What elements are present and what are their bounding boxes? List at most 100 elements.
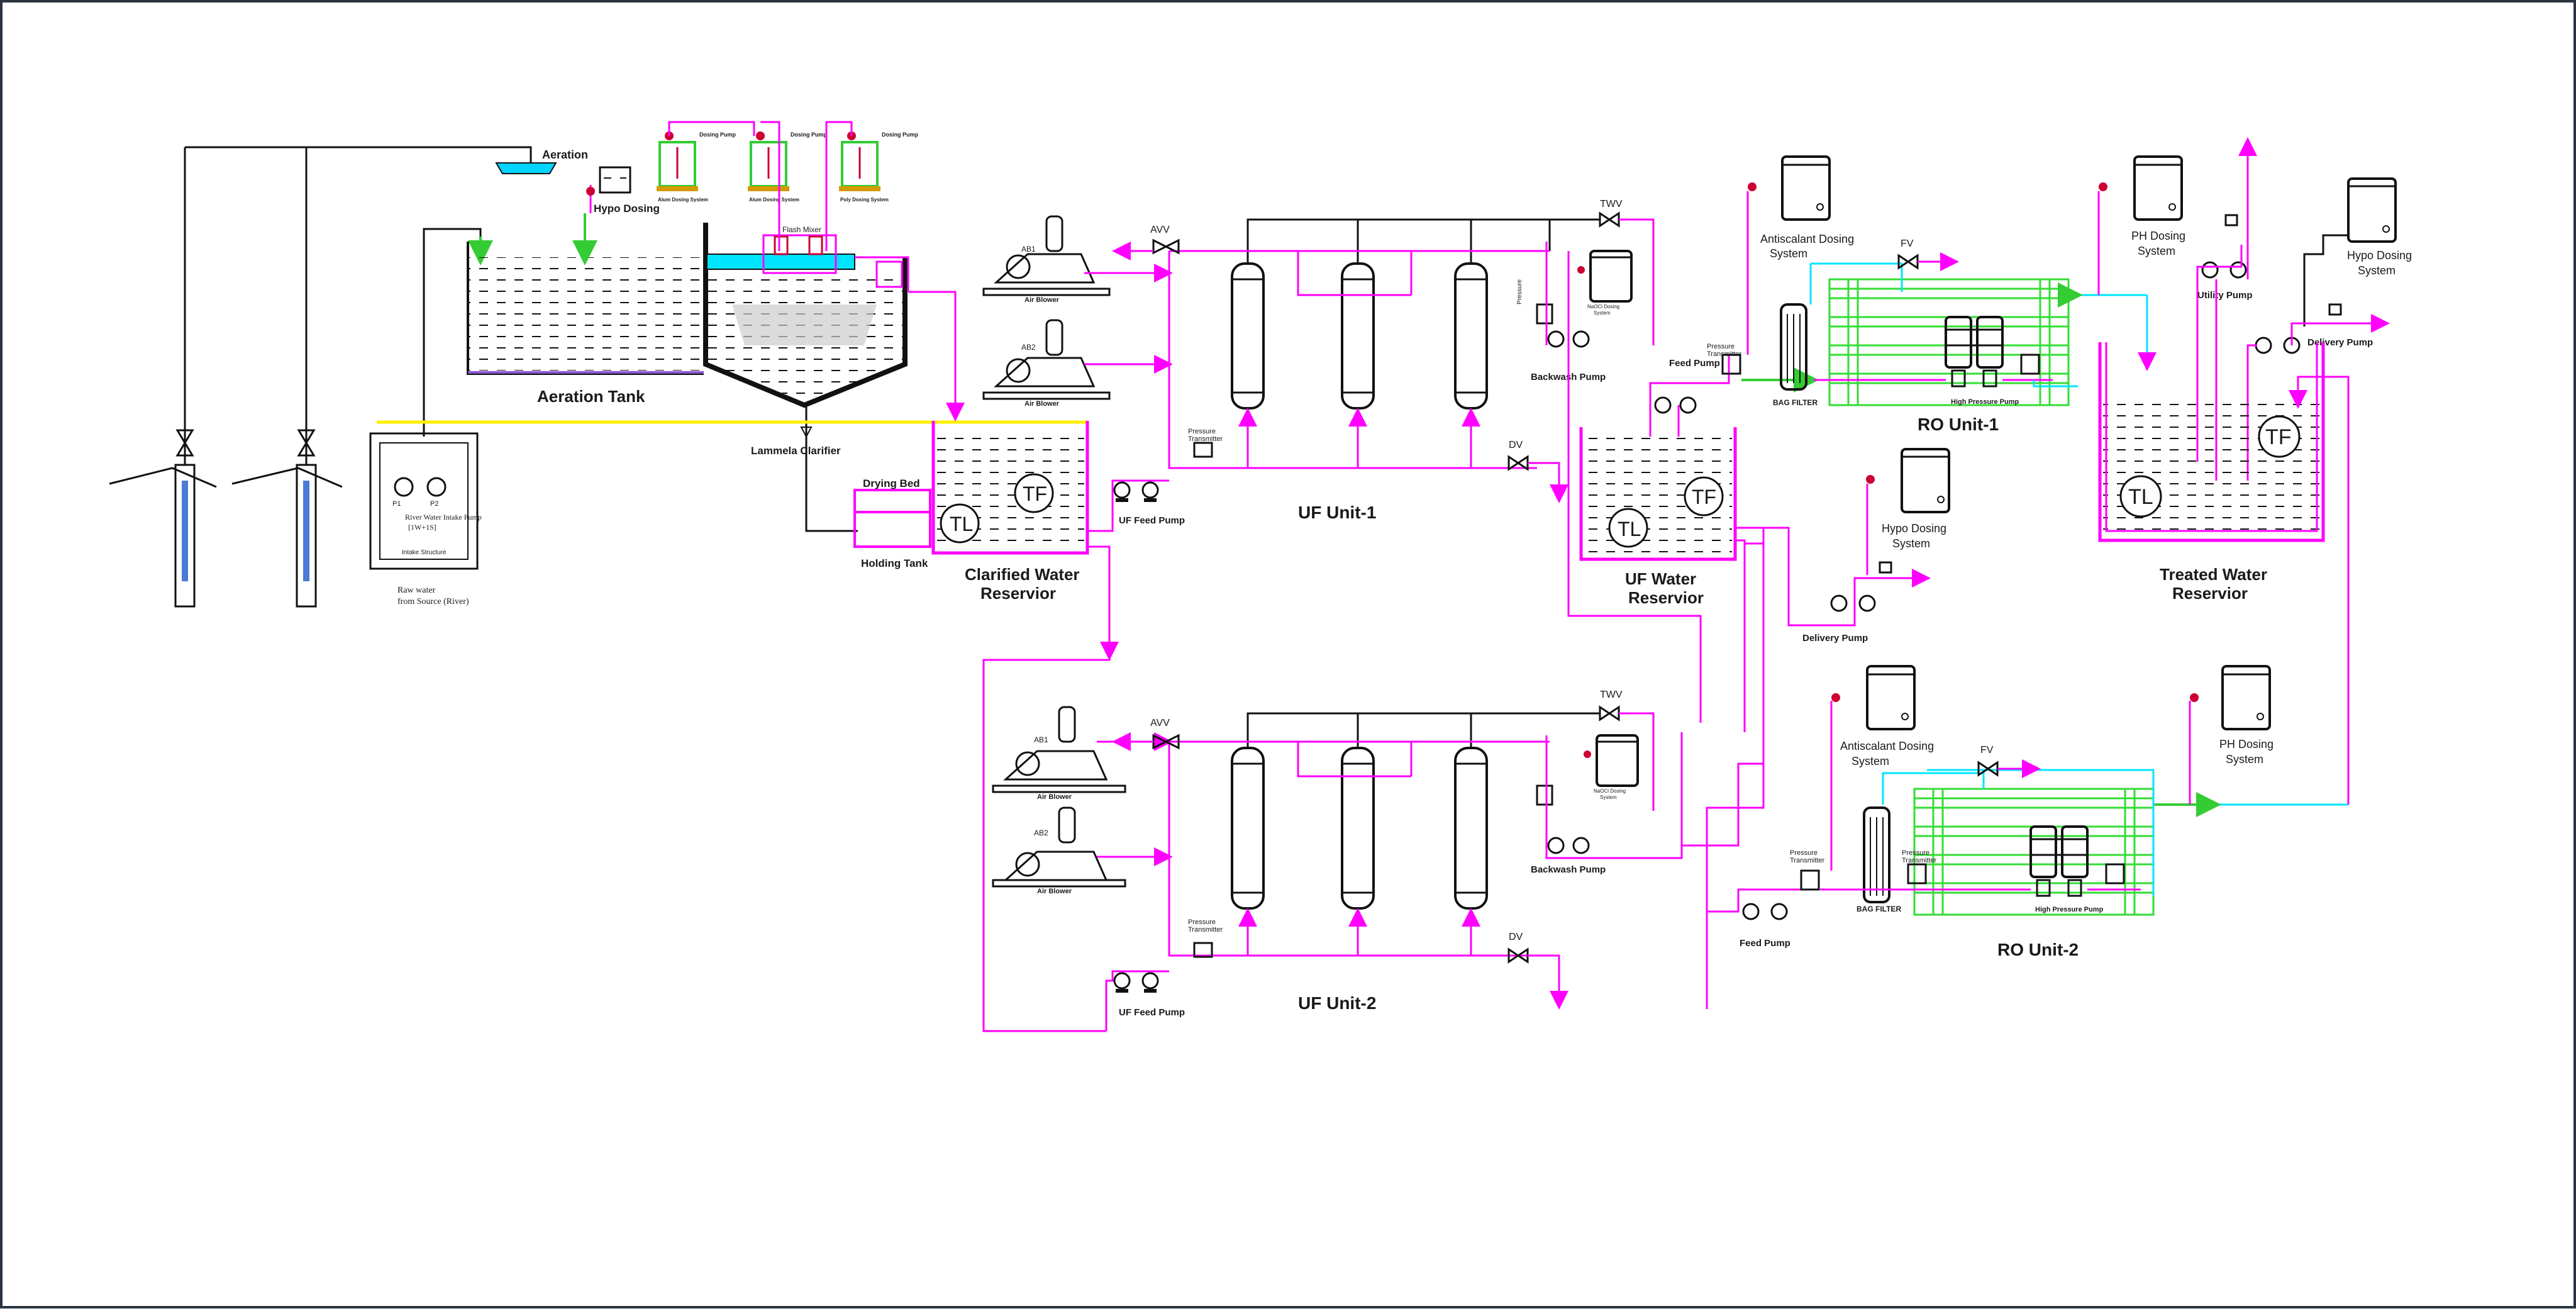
svg-text:NaOCl Dosing: NaOCl Dosing	[1587, 304, 1619, 310]
uf-unit-1: UF Unit-1	[1168, 218, 1551, 522]
svg-text:Air Blower: Air Blower	[1037, 793, 1072, 801]
holding-tank-label: Holding Tank	[861, 557, 928, 569]
twv-valve-unit1: TWV	[1550, 199, 1655, 345]
fv-valve-ro1: FV	[1897, 238, 1959, 271]
svg-text:Poly Dosing System: Poly Dosing System	[840, 197, 889, 203]
svg-text:Reservior: Reservior	[2172, 584, 2248, 603]
svg-text:DV: DV	[1509, 932, 1523, 942]
ph-dosing-upper-label: PH Dosing	[2131, 230, 2185, 242]
svg-text:TF: TF	[1692, 486, 1716, 508]
svg-text:Air Blower: Air Blower	[1024, 400, 1060, 408]
svg-text:High Pressure Pump: High Pressure Pump	[1951, 398, 2019, 406]
antiscalant-dosing-ro2: Antiscalant Dosing System	[1830, 665, 1934, 871]
treated-water-reservoir: TL TF Treated Water Reservior	[2098, 342, 2325, 603]
svg-text:Dosing Pump: Dosing Pump	[699, 131, 736, 138]
delivery-pump-middle: Delivery Pump	[1763, 527, 1931, 644]
svg-text:TWV: TWV	[1600, 689, 1623, 700]
avv-valve-unit1: AVV	[1112, 225, 1180, 260]
svg-text:TL: TL	[950, 513, 973, 535]
svg-text:Pressure: Pressure	[1516, 279, 1523, 304]
naocl-dosing-unit2: NaOCl Dosing System	[1584, 734, 1639, 800]
svg-text:Dosing Pump: Dosing Pump	[882, 131, 919, 138]
backwash-pump-unit1: Backwash Pump Pressure	[1516, 279, 1606, 382]
svg-text:System: System	[2138, 245, 2175, 257]
antiscalant-ro1-label: Antiscalant Dosing	[1760, 233, 1854, 245]
uf-reservoir-label: UF Water	[1625, 569, 1696, 588]
air-blower-ab2-unit2: AB2 Air Blower	[992, 806, 1126, 895]
ph-dosing-upper: PH Dosing System	[2097, 155, 2185, 295]
borewell-1	[109, 147, 217, 608]
air-blower-ab2-unit1: AB2 Air Blower	[982, 319, 1111, 408]
clarified-water-reservoir: TL TF Clarified Water Reservior	[931, 421, 1089, 603]
svg-text:P1: P1	[392, 500, 401, 508]
svg-text:DV: DV	[1509, 440, 1523, 450]
svg-text:Alum Dosing System: Alum Dosing System	[658, 197, 708, 203]
svg-text:Transmitter: Transmitter	[1902, 857, 1937, 864]
clarified-reservoir-label: Clarified Water	[965, 565, 1080, 584]
svg-text:Utility Pump: Utility Pump	[2197, 290, 2253, 301]
svg-text:Alum Dosing System: Alum Dosing System	[749, 197, 799, 203]
pressure-transmitter-unit2: Pressure Transmitter	[1188, 918, 1223, 958]
chemical-dosing-tank-3: Dosing Pump Poly Dosing System	[839, 131, 919, 203]
svg-text:System: System	[1892, 537, 1930, 550]
uf-feed-pump-unit2: UF Feed Pump	[1105, 970, 1185, 1031]
drying-bed-label: Drying Bed	[863, 477, 920, 489]
svg-text:FV: FV	[1980, 745, 1994, 756]
svg-text:Feed Pump: Feed Pump	[1740, 938, 1790, 949]
dv-valve-unit2: DV	[1507, 932, 1568, 1010]
hypo-dosing-middle: Hypo Dosing System	[1866, 448, 1950, 575]
svg-text:AVV: AVV	[1150, 718, 1170, 728]
ph-dosing-lower-label: PH Dosing	[2219, 738, 2273, 750]
svg-text:TL: TL	[2128, 485, 2153, 509]
svg-text:Dosing Pump: Dosing Pump	[791, 131, 828, 138]
treated-reservoir-label: Treated Water	[2160, 565, 2267, 584]
svg-text:System: System	[2226, 753, 2263, 766]
svg-text:AVV: AVV	[1150, 225, 1170, 235]
chemical-dosing-tank-2: Dosing Pump Alum Dosing System	[748, 131, 828, 203]
uf-feed-pump-label: UF Feed Pump	[1119, 515, 1185, 526]
svg-text:Antiscalant Dosing: Antiscalant Dosing	[1840, 740, 1934, 752]
svg-text:NaOCl Dosing: NaOCl Dosing	[1594, 788, 1626, 794]
svg-text:P2: P2	[430, 500, 438, 508]
ro-unit-1-label: RO Unit-1	[1918, 415, 1999, 434]
svg-text:Transmitter: Transmitter	[1790, 857, 1825, 864]
svg-text:Delivery Pump: Delivery Pump	[1802, 633, 1868, 644]
hypo-dosing-middle-label: Hypo Dosing	[1882, 522, 1946, 535]
uf-unit-2-label: UF Unit-2	[1298, 993, 1376, 1013]
borewell-2	[231, 147, 343, 608]
ro-unit-2-label: RO Unit-2	[1997, 940, 2079, 959]
hypo-dosing-top-label: Hypo Dosing	[594, 203, 660, 215]
hypo-dosing-unit-top: Hypo Dosing	[572, 166, 660, 265]
svg-text:Pressure: Pressure	[1902, 849, 1929, 857]
hypo-dosing-upper: Hypo Dosing System	[2303, 177, 2412, 326]
avv-valve-unit2: AVV	[1112, 718, 1180, 751]
svg-text:TF: TF	[2265, 425, 2292, 449]
svg-text:AB2: AB2	[1034, 828, 1048, 837]
dv-valve-unit1: DV	[1507, 440, 1568, 503]
svg-text:High Pressure Pump: High Pressure Pump	[2035, 906, 2103, 913]
svg-text:BAG FILTER: BAG FILTER	[1857, 905, 1901, 913]
chemical-dosing-tank-1: Dosing Pump Alum Dosing System	[657, 131, 736, 203]
svg-text:AB2: AB2	[1021, 343, 1036, 352]
svg-text:TWV: TWV	[1600, 199, 1623, 209]
svg-text:System: System	[1852, 755, 1889, 767]
uf-unit-2: UF Unit-2	[1168, 712, 1550, 1013]
svg-text:System: System	[1594, 310, 1611, 316]
bag-filter-ro1: BAG FILTER	[1773, 303, 1818, 407]
lammela-clarifier: Lammela Clarifier	[703, 223, 908, 532]
intake-structure: P1 P2 River Water Intake Pump [1W+1S] In…	[369, 432, 482, 570]
naocl-dosing-unit1: NaOCl Dosing System	[1545, 242, 1633, 345]
svg-text:from Source (River): from Source (River)	[397, 597, 469, 606]
flash-mixer-label: Flash Mixer	[782, 225, 821, 234]
air-blower-ab1-unit2: AB1 Air Blower	[992, 706, 1126, 801]
svg-text:AB1: AB1	[1021, 245, 1036, 254]
svg-text:UF Feed Pump: UF Feed Pump	[1119, 1007, 1185, 1018]
svg-text:Pressure: Pressure	[1790, 849, 1818, 857]
svg-text:Transmitter: Transmitter	[1707, 350, 1742, 358]
hypo-dosing-upper-label: Hypo Dosing	[2347, 249, 2412, 262]
bag-filter-ro2: BAG FILTER	[1857, 806, 1901, 913]
ro-unit-1: High Pressure Pump RO Unit-1	[1814, 278, 2070, 434]
aeration-diffuser: Aeration	[495, 148, 588, 174]
flash-mixer: Flash Mixer	[706, 225, 909, 292]
process-flow-diagram: Aeration P1 P2 River Water Intake Pump […	[109, 121, 2412, 1032]
